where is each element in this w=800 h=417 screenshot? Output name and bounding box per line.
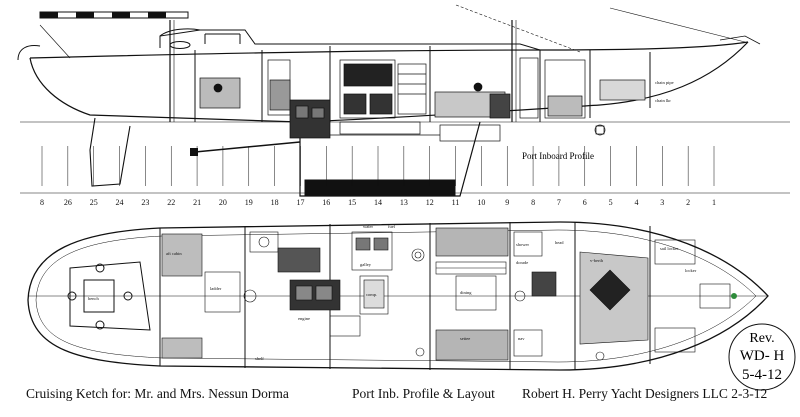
scale-bar [39,11,189,19]
title-client: Cruising Ketch for: Mr. and Mrs. Nessun … [26,386,289,401]
label-bench: bench [88,296,99,301]
station-number: 11 [452,198,460,207]
label-engine: engine [298,316,310,321]
label-aft-cabin: aft cabin [166,251,182,256]
label-ladder: ladder [210,286,222,291]
station-number: 18 [271,198,279,207]
label-v-berth: v-berth [590,258,604,263]
station-number: 9 [505,198,509,207]
plan-labels: chain pipe chain lkr aft cabin v-berth l… [88,80,697,361]
station-number: 8 [40,198,44,207]
station-number: 1 [712,198,716,207]
station-number: 2 [686,198,690,207]
station-number: 14 [374,198,382,207]
station-number: 5 [609,198,613,207]
station-number: 21 [193,198,201,207]
layout-plan-view [27,221,769,371]
label-dorade: dorade [516,260,528,265]
label-head: head [555,240,564,245]
profile-interior [199,57,646,142]
label-shelf: shelf [255,356,264,361]
label-settee: settee [460,336,470,341]
revision-line1: Rev. [749,331,774,346]
station-number: 15 [348,198,356,207]
station-number: 25 [90,198,98,207]
label-fuel: fuel [388,224,396,229]
label-chain-lkr: chain lkr [655,98,671,103]
label-chain-pipe: chain pipe [655,80,674,85]
station-number: 12 [426,198,434,207]
revision-badge: Rev. WD- H 5-4-12 [728,323,796,391]
label-dining: dining [460,290,472,295]
station-number: 22 [167,198,175,207]
station-number: 16 [322,198,330,207]
station-number: 19 [245,198,253,207]
title-designer: Robert H. Perry Yacht Designers LLC 2-3-… [522,386,768,401]
station-number: 23 [141,198,149,207]
label-sail-locker: sail locker [660,246,679,251]
profile-label: Port Inboard Profile [522,151,594,161]
station-number: 24 [116,198,124,207]
revision-line2: WD- H [740,348,785,364]
station-number: 20 [219,198,227,207]
label-shower: shower [516,242,529,247]
station-number: 8 [531,198,535,207]
title-drawing: Port Inb. Profile & Layout [352,386,495,401]
label-water: water [363,224,373,229]
label-galley: galley [360,262,372,267]
revision-line3: 5-4-12 [742,367,782,383]
station-number: 3 [660,198,664,207]
port-inboard-profile [17,4,790,197]
station-number: 13 [400,198,408,207]
label-companionway: comp. [366,292,377,297]
label-nav: nav [518,336,525,341]
station-number: 6 [583,198,587,207]
station-number: 4 [634,198,638,207]
label-locker: locker [685,268,697,273]
station-number: 17 [296,198,304,207]
plan-interior [161,227,737,361]
station-number: 26 [64,198,72,207]
station-number: 7 [557,198,561,207]
station-number: 10 [477,198,485,207]
